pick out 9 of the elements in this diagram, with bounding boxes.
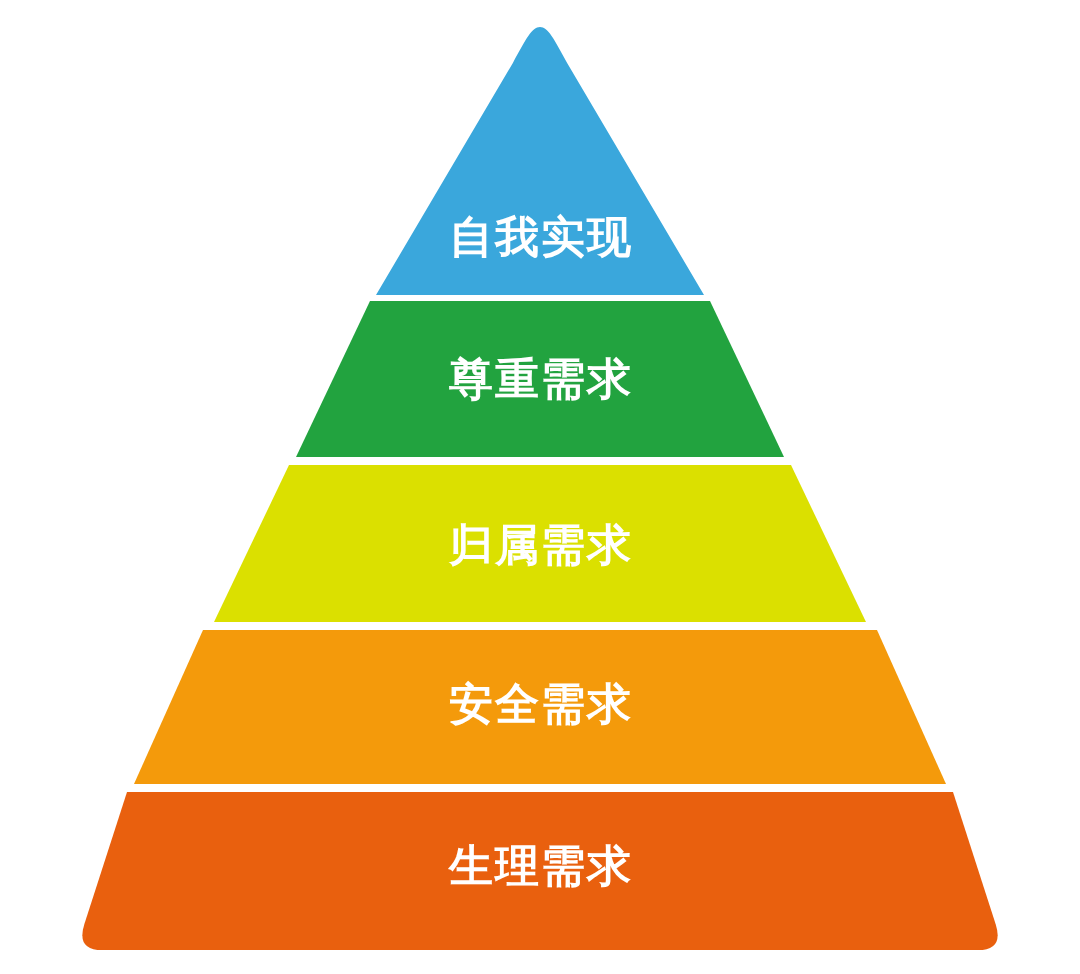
tier-label: 生理需求	[447, 841, 633, 891]
tier-label: 自我实现	[448, 212, 633, 262]
pyramid-tier	[376, 27, 704, 295]
pyramid-tier	[214, 465, 866, 622]
pyramid-tier	[134, 630, 946, 784]
tier-label: 尊重需求	[448, 354, 633, 404]
tier-label: 安全需求	[448, 679, 633, 729]
pyramid-tier	[296, 301, 784, 457]
tier-label: 归属需求	[448, 520, 633, 570]
